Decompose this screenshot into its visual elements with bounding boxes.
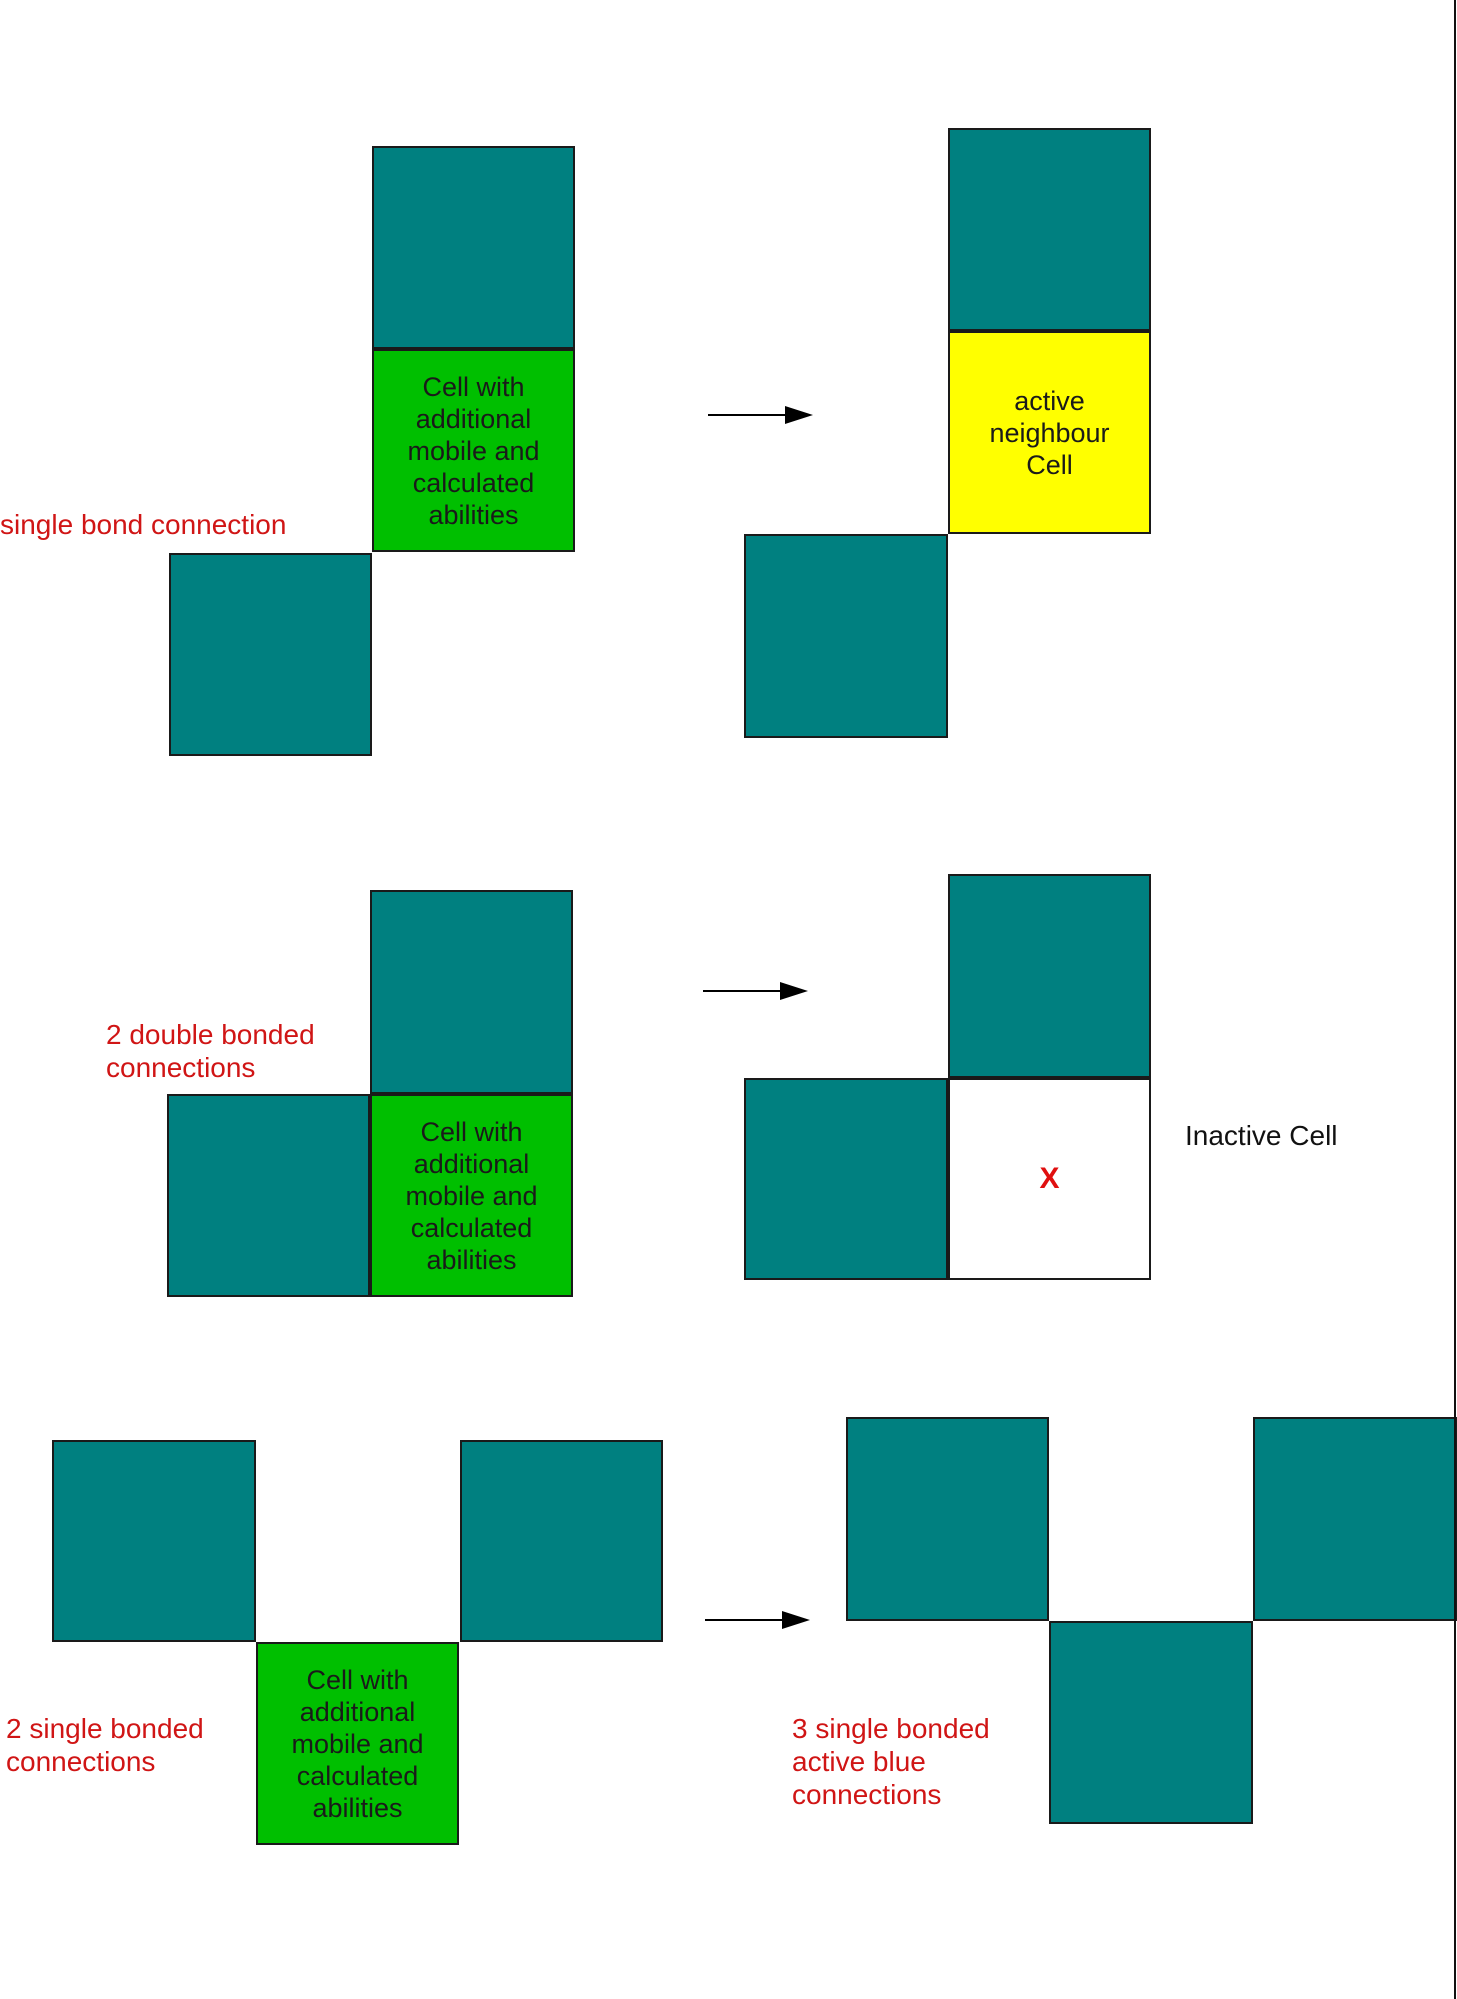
page-right-border — [1454, 0, 1456, 1999]
teal-cell — [167, 1094, 370, 1297]
label-two-single-bonded: 2 single bonded connections — [6, 1713, 204, 1777]
green-cell-text: Cell with additional mobile and calculat… — [405, 1116, 538, 1275]
teal-cell — [744, 1078, 948, 1280]
active-green-cell: Cell with additional mobile and calculat… — [370, 1094, 573, 1297]
teal-cell — [372, 146, 575, 349]
label-single-bond: single bond connection — [0, 509, 287, 540]
label-inactive-cell: Inactive Cell — [1185, 1120, 1338, 1151]
inactive-cell: X — [948, 1078, 1151, 1280]
teal-cell — [370, 890, 573, 1094]
arrow-right-icon — [705, 1611, 810, 1629]
teal-cell — [460, 1440, 663, 1642]
yellow-cell-text: active neighbour Cell — [989, 385, 1110, 480]
teal-cell — [948, 874, 1151, 1078]
teal-cell — [948, 128, 1151, 331]
teal-cell — [744, 534, 948, 738]
teal-cell — [1049, 1621, 1253, 1824]
teal-cell — [846, 1417, 1049, 1621]
arrow-right-icon — [703, 982, 808, 1000]
arrow-right-icon — [708, 406, 813, 424]
green-cell-text: Cell with additional mobile and calculat… — [407, 371, 540, 530]
label-three-single-bonded: 3 single bonded active blue connections — [792, 1713, 990, 1810]
active-green-cell: Cell with additional mobile and calculat… — [256, 1642, 459, 1845]
label-double-bonded: 2 double bonded connections — [106, 1019, 315, 1083]
active-green-cell: Cell with additional mobile and calculat… — [372, 349, 575, 552]
teal-cell — [169, 553, 372, 756]
teal-cell — [1253, 1417, 1457, 1621]
active-neighbour-cell: active neighbour Cell — [948, 331, 1151, 534]
teal-cell — [52, 1440, 256, 1642]
green-cell-text: Cell with additional mobile and calculat… — [291, 1664, 424, 1823]
inactive-x-mark: X — [1039, 1162, 1060, 1195]
